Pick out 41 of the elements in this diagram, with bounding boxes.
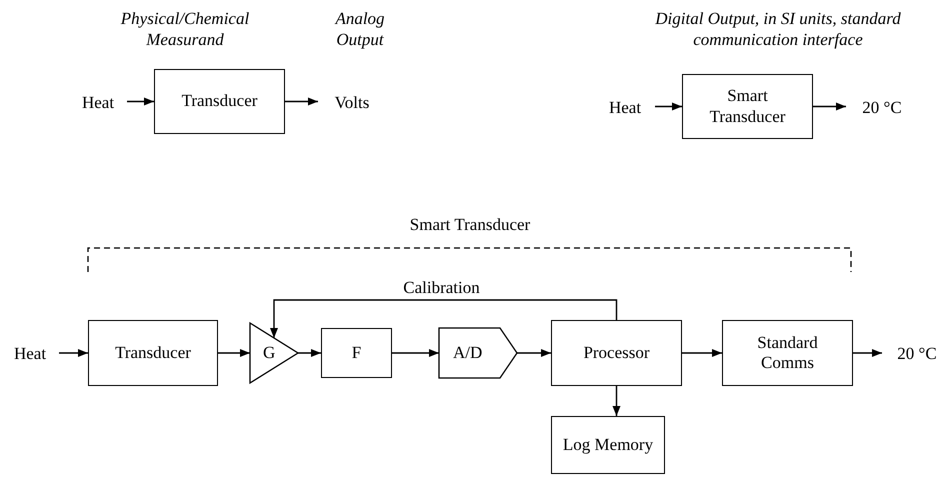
process-box	[551, 416, 665, 474]
arrow	[655, 102, 682, 110]
arrow	[517, 349, 551, 357]
block-label: A/D	[452, 342, 484, 364]
signal-label: Heat	[598, 97, 652, 119]
converter-pentagon	[439, 328, 517, 378]
arrow	[392, 349, 439, 357]
arrow	[612, 386, 620, 416]
amplifier-triangle	[250, 323, 298, 383]
process-box	[154, 69, 285, 134]
arrow	[285, 98, 318, 106]
signal-label: 20 °C	[888, 343, 946, 365]
signal-label: Volts	[324, 92, 380, 114]
block-label: Transducer	[180, 91, 258, 112]
process-box	[321, 328, 392, 378]
signal-label: 20 °C	[852, 97, 912, 119]
arrow	[127, 98, 154, 106]
process-box	[551, 320, 682, 386]
block-label: Standard Comms	[756, 332, 819, 374]
annotation-text: Analog Output	[334, 8, 386, 50]
block-label: F	[350, 342, 362, 364]
arrow	[813, 102, 846, 110]
arrow	[59, 349, 88, 357]
block-label: Transducer	[114, 342, 192, 364]
block-label: Log Memory	[562, 434, 654, 456]
arrow	[853, 349, 882, 357]
arrow	[682, 349, 722, 357]
process-box	[722, 320, 853, 386]
process-box	[88, 320, 218, 386]
arrow	[298, 349, 321, 357]
block-label: Smart Transducer	[708, 86, 786, 127]
block-label: Processor	[582, 342, 651, 364]
bracket-label: Smart Transducer	[408, 214, 532, 236]
arrow	[270, 299, 618, 338]
signal-label: Heat	[72, 92, 124, 114]
annotation-text: Physical/Chemical Measurand	[120, 8, 250, 50]
arrow	[218, 349, 250, 357]
block-label: G	[262, 342, 276, 364]
signal-label: Heat	[4, 343, 56, 365]
process-box	[682, 74, 813, 139]
annotation-text: Digital Output, in SI units, standard communication interface	[654, 8, 902, 50]
